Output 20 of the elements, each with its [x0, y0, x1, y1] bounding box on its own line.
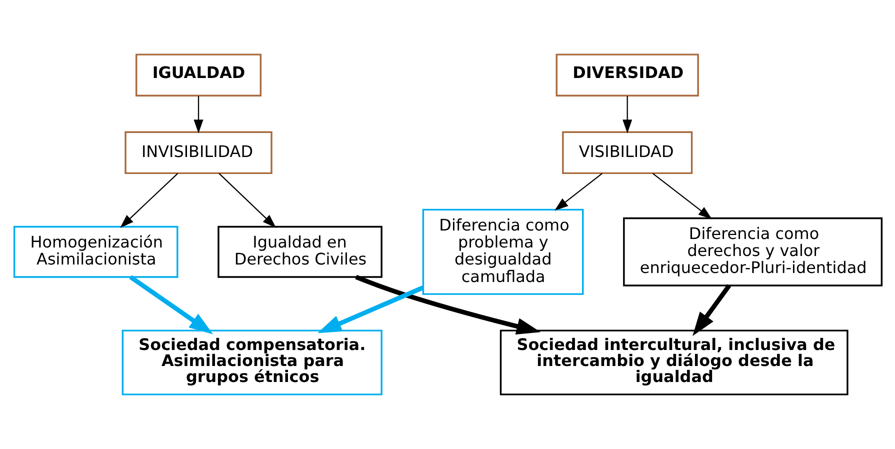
arrow	[193, 96, 203, 134]
node-box: Homogenización Asimilacionista	[12, 226, 178, 278]
arrow	[354, 274, 540, 335]
node-box: DIVERSIDAD	[555, 54, 698, 96]
arrow	[128, 275, 213, 334]
node-box: Sociedad compensatoria. Asimilacionista para grupos étnicos	[121, 330, 382, 396]
node-box: INVISIBILIDAD	[124, 131, 272, 174]
arrow	[692, 284, 731, 336]
arrow	[218, 173, 276, 228]
arrow	[120, 173, 178, 228]
arrow	[652, 172, 712, 220]
node-box: VISIBILIDAD	[562, 131, 692, 174]
node-box: Sociedad intercultural, inclusiva de intercambio y diálogo desde la igualdad	[499, 330, 848, 396]
node-box: IGUALDAD	[135, 54, 262, 96]
arrow	[622, 96, 632, 134]
arrow	[554, 172, 602, 211]
arrow	[316, 286, 424, 334]
node-box: Igualdad en Derechos Civiles	[217, 226, 382, 278]
node-box: Diferencia como problema y desigualdad camuflada	[422, 208, 584, 295]
node-box: Diferencia como derechos y valor enriquecedor-Pluri-identidad	[622, 217, 882, 286]
